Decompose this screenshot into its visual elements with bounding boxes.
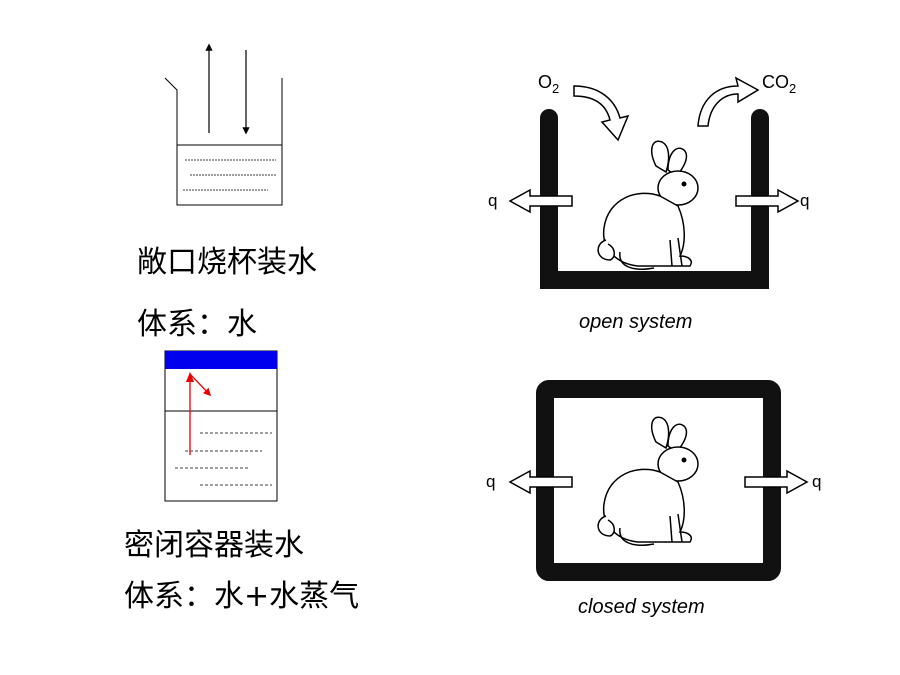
heat-out-right-arrow-closed (744, 469, 809, 495)
container-lid (165, 351, 277, 369)
open-beaker-system: 体系：水 (137, 307, 257, 342)
heat-out-right-arrow (735, 188, 800, 214)
o2-in-arrow (573, 85, 630, 142)
sealed-container-icon (164, 350, 278, 502)
sealed-container-caption: 密闭容器装水 (124, 528, 304, 563)
q-label-open-left: q (488, 191, 497, 210)
q-label-closed-right: q (812, 472, 821, 491)
o2-label: O2 (538, 72, 559, 96)
heat-out-left-arrow (508, 188, 573, 214)
heat-out-left-arrow-closed (508, 469, 573, 495)
co2-out-arrow (697, 76, 760, 127)
sealed-container-system: 体系：水+水蒸气 (124, 579, 360, 614)
co2-label: CO2 (762, 72, 796, 96)
q-label-closed-left: q (486, 472, 495, 491)
rabbit-icon (597, 140, 699, 270)
rabbit-icon (597, 416, 699, 546)
beaker-icon (164, 77, 283, 206)
q-label-open-right: q (800, 191, 809, 210)
open-beaker-caption: 敞口烧杯装水 (137, 245, 317, 280)
closed-system-caption: closed system (578, 596, 705, 618)
open-system-caption: open system (579, 311, 692, 333)
